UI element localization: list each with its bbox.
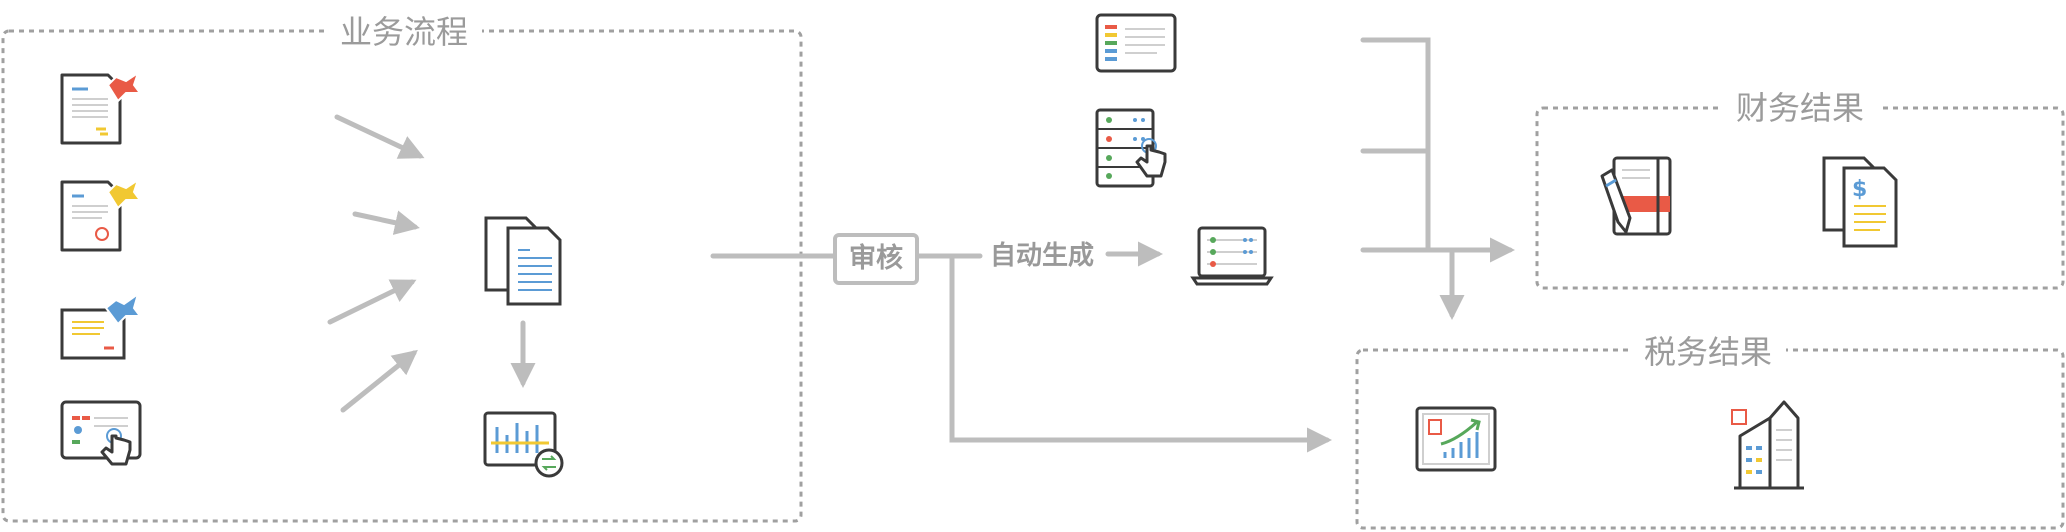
arrow-4	[340, 349, 418, 413]
svg-text:$: $	[1852, 177, 1867, 202]
laptop-list-icon	[1190, 226, 1274, 286]
tax-chart-icon	[1415, 406, 1497, 472]
bar-chart-convert-icon	[483, 411, 564, 478]
tax-result-box	[1355, 348, 2065, 530]
document-flag-red-icon	[60, 70, 142, 145]
business-process-title: 业务流程	[326, 12, 483, 52]
receipt-flag-blue-icon	[60, 291, 142, 360]
arrow-2	[352, 210, 420, 235]
auto-generate-label: 自动生成	[990, 241, 1095, 271]
copy-documents-icon	[484, 216, 562, 306]
list-touch-icon	[1095, 108, 1167, 188]
arrow-1	[334, 114, 425, 159]
arrow-3	[327, 279, 417, 325]
tax-result-title: 税务结果	[1630, 332, 1787, 372]
ledger-pen-icon	[1600, 156, 1672, 236]
tax-building-icon	[1731, 400, 1804, 490]
list-window-icon	[1095, 13, 1177, 73]
tablet-tap-icon	[60, 400, 142, 466]
review-step-box: 审核	[833, 233, 919, 285]
bracket-top	[1360, 37, 1431, 253]
dollar-documents-icon: $	[1822, 156, 1898, 248]
finance-result-title: 财务结果	[1722, 88, 1879, 128]
document-stamp-flag-yellow-icon	[60, 177, 142, 252]
line-to-tax	[949, 253, 1332, 453]
